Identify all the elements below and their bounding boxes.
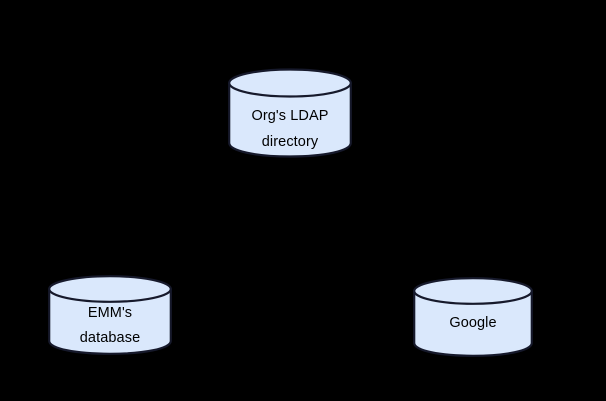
database-node-google[interactable]: Google — [413, 277, 533, 357]
database-node-emm[interactable]: EMM's database — [48, 275, 172, 355]
cylinder-icon — [48, 275, 172, 355]
cylinder-icon — [413, 277, 533, 357]
cylinder-icon — [228, 68, 352, 158]
database-node-ldap[interactable]: Org's LDAP directory — [228, 68, 352, 158]
